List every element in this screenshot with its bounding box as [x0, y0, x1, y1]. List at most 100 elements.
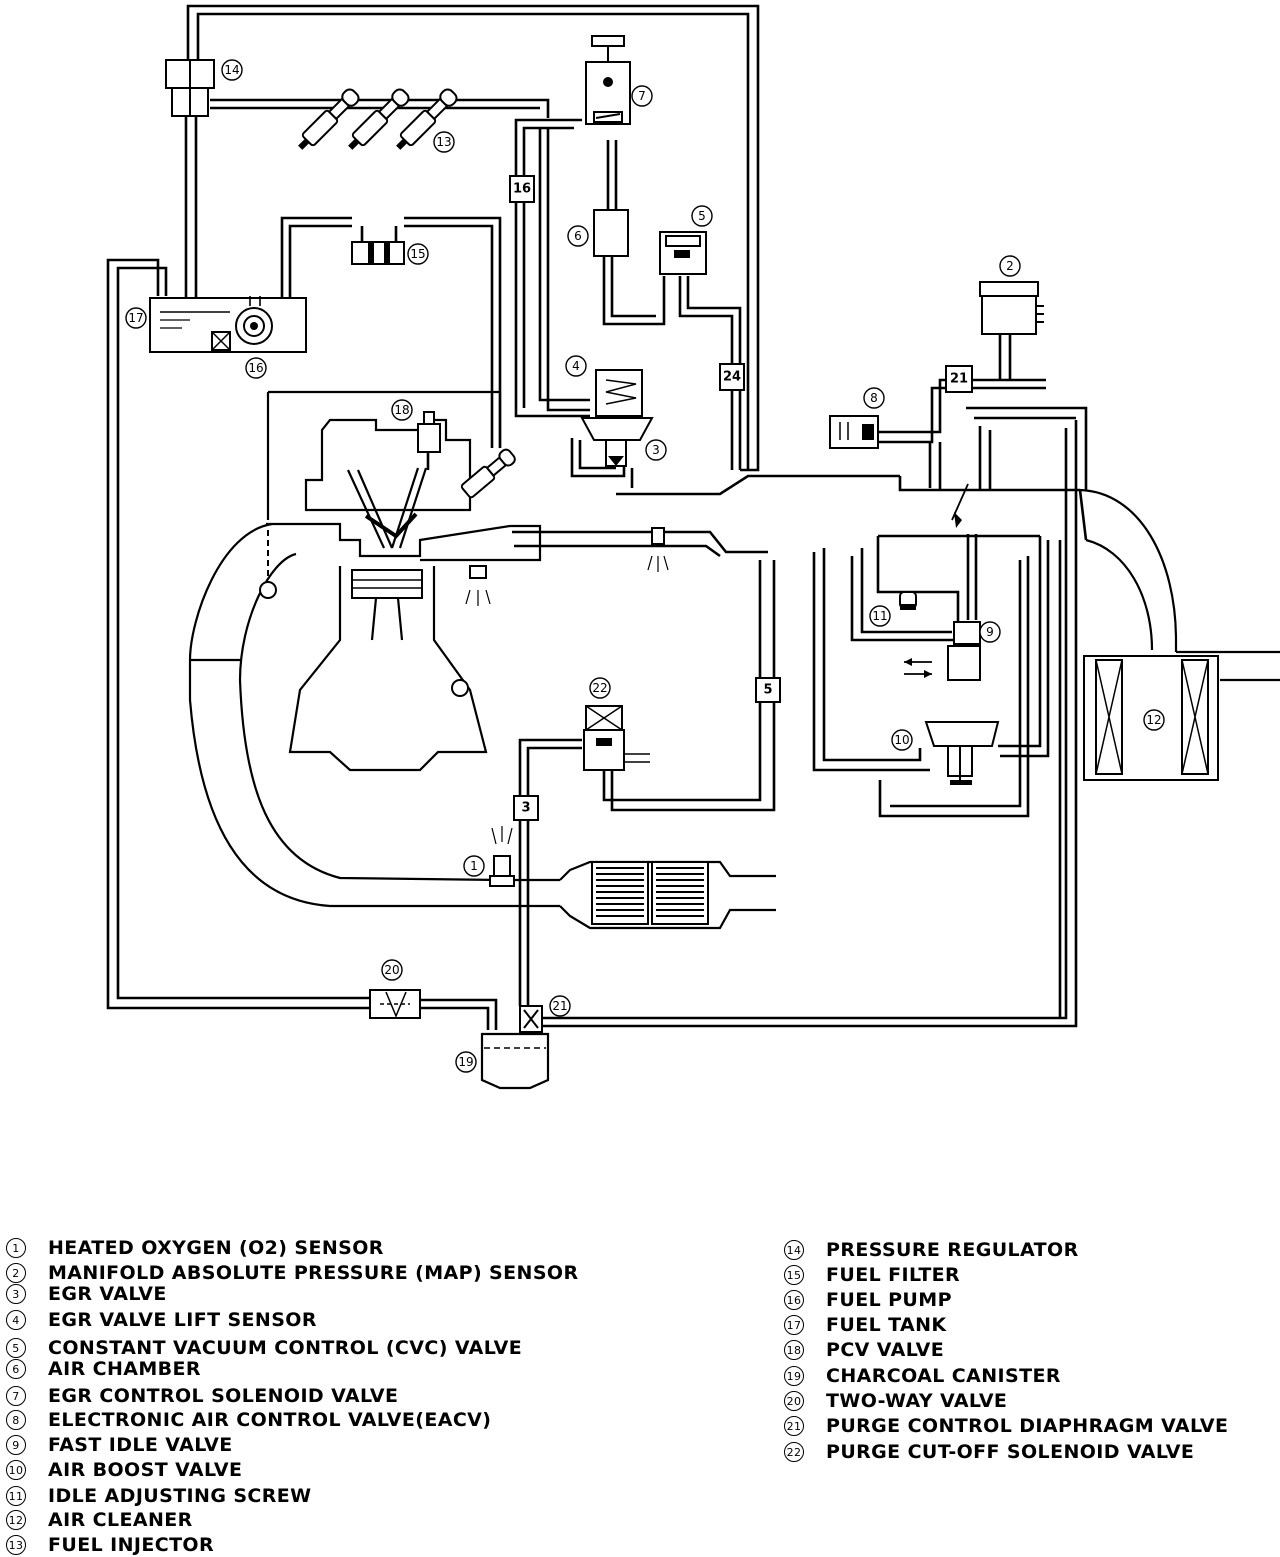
callout-2: 2 [999, 255, 1021, 277]
hose-label-5: 5 [755, 677, 781, 703]
purge-cut-off-solenoid-valve [583, 705, 650, 771]
fuel-filter [351, 226, 405, 265]
callout-13: 13 [433, 131, 455, 153]
callout-3: 3 [645, 439, 667, 461]
callout-10: 10 [891, 729, 913, 751]
hose-label-3: 3 [513, 795, 539, 821]
svg-text:21: 21 [552, 999, 567, 1013]
callout-5: 5 [691, 205, 713, 227]
svg-text:17: 17 [128, 311, 143, 325]
callout-11: 11 [869, 605, 891, 627]
svg-text:5: 5 [698, 209, 706, 223]
engine-block [188, 390, 560, 908]
svg-text:5: 5 [763, 683, 772, 698]
svg-text:3: 3 [652, 443, 660, 457]
svg-text:10: 10 [894, 733, 909, 747]
intake-duct [512, 468, 900, 812]
emission-system-diagram: 16 24 21 5 3 14 7 13 5 6 15 2 17 16 4 8 … [106, 4, 1280, 1090]
eacv [829, 415, 879, 449]
svg-text:14: 14 [224, 63, 239, 77]
svg-text:20: 20 [384, 963, 399, 977]
svg-text:16: 16 [248, 361, 263, 375]
cvc-valve [659, 231, 707, 275]
callout-16: 16 [245, 357, 267, 379]
fuel-lines [106, 4, 760, 1010]
callout-12: 12 [1143, 709, 1165, 731]
callout-22: 22 [589, 677, 611, 699]
svg-text:15: 15 [410, 247, 425, 261]
exhaust-system [559, 860, 776, 930]
fuel-injectors-top [298, 88, 458, 150]
air-boost-valve [924, 721, 1000, 785]
svg-text:13: 13 [436, 135, 451, 149]
hose-label-24: 24 [719, 363, 745, 391]
svg-text:1: 1 [470, 859, 478, 873]
pressure-regulator [165, 59, 215, 117]
fast-idle-valve [904, 621, 981, 681]
svg-text:9: 9 [986, 625, 994, 639]
purge-control-diaphragm-valve [519, 1005, 543, 1033]
svg-text:2: 2 [1006, 259, 1014, 273]
svg-text:24: 24 [723, 370, 741, 385]
charcoal-canister [480, 1032, 550, 1090]
map-sensor [979, 281, 1044, 335]
hose-label-16: 16 [509, 175, 535, 203]
callout-18: 18 [391, 399, 413, 421]
callout-1: 1 [463, 855, 485, 877]
pcv-valve [417, 411, 441, 470]
svg-text:3: 3 [521, 801, 530, 816]
svg-text:4: 4 [572, 359, 580, 373]
egr-valve [580, 369, 654, 467]
callout-21: 21 [549, 995, 571, 1017]
fuel-tank [149, 296, 307, 353]
air-chamber [593, 209, 629, 257]
callout-7: 7 [631, 85, 653, 107]
egr-control-solenoid-valve [585, 35, 631, 125]
svg-text:16: 16 [513, 182, 531, 197]
svg-text:8: 8 [870, 391, 878, 405]
svg-text:6: 6 [574, 229, 582, 243]
idle-air-lines [812, 334, 1280, 1018]
svg-text:18: 18 [394, 403, 409, 417]
callout-17: 17 [125, 307, 147, 329]
svg-text:11: 11 [872, 609, 887, 623]
idle-adjusting-screw [899, 591, 917, 610]
oxygen-sensor [489, 826, 515, 887]
svg-text:12: 12 [1146, 713, 1161, 727]
hose-label-21: 21 [945, 365, 973, 393]
callout-6: 6 [567, 225, 589, 247]
two-way-valve [369, 989, 421, 1019]
callout-9: 9 [979, 621, 1001, 643]
svg-text:22: 22 [592, 681, 607, 695]
callout-15: 15 [407, 243, 429, 265]
callout-20: 20 [381, 959, 403, 981]
svg-text:21: 21 [950, 372, 968, 387]
callout-8: 8 [863, 387, 885, 409]
svg-text:19: 19 [458, 1055, 473, 1069]
svg-text:7: 7 [638, 89, 646, 103]
purge-lines [420, 420, 1078, 1030]
callout-14: 14 [221, 59, 243, 81]
callout-19: 19 [455, 1051, 477, 1073]
